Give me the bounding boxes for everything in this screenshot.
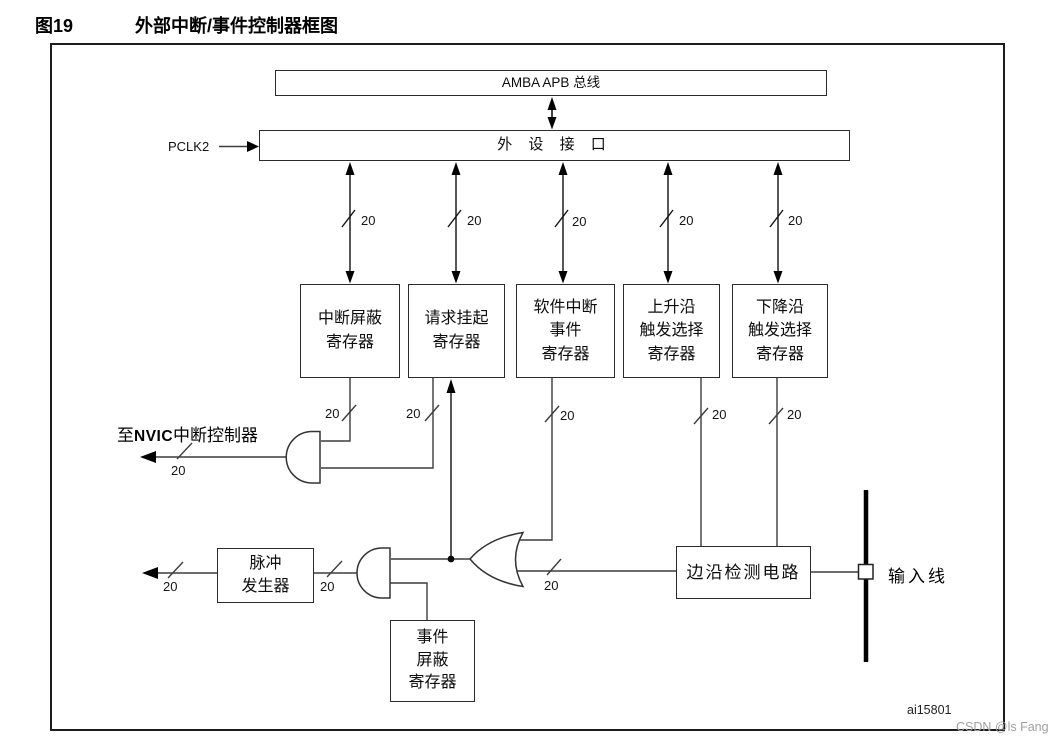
to-nvic-suffix: 中断控制器	[173, 426, 259, 445]
bus-width-label: 20	[406, 406, 421, 421]
to-nvic-prefix: 至	[117, 426, 134, 445]
block-pulse-generator: 脉冲 发生器	[217, 548, 314, 603]
block-line: 寄存器	[541, 345, 590, 363]
to-nvic-bold: NVIC	[134, 428, 174, 445]
bus-width-label: 20	[467, 213, 482, 228]
junction-dot	[447, 555, 455, 563]
block-pending-request-register: 请求挂起 寄存器	[408, 284, 505, 378]
block-line: 寄存器	[647, 345, 696, 363]
figure-title: 外部中断/事件控制器框图	[135, 16, 338, 36]
figure-id: ai15801	[907, 703, 952, 717]
and-gate-nvic	[285, 430, 321, 484]
block-line: 屏蔽	[416, 651, 449, 669]
bus-width-label: 20	[787, 407, 802, 422]
input-line-label: 输入线	[888, 567, 948, 586]
figure-number: 图19	[35, 16, 74, 36]
bus-arrow-2	[447, 162, 462, 284]
block-line: 中断屏蔽	[317, 310, 382, 327]
bus-width-label: 20	[572, 214, 587, 229]
block-peripheral-interface: 外 设 接 口	[259, 130, 850, 161]
block-amba-apb-bus: AMBA APB 总线	[275, 70, 827, 96]
bus-arrow-1	[341, 162, 356, 284]
block-line: 事件	[416, 629, 449, 647]
block-falling-edge-trigger-register: 下降沿 触发选择 寄存器	[732, 284, 828, 378]
bus-width-label: 20	[171, 463, 186, 478]
block-rising-edge-trigger-register: 上升沿 触发选择 寄存器	[623, 284, 720, 378]
pulse-output-arrow	[142, 561, 217, 579]
bus-width-label: 20	[325, 406, 340, 421]
block-line: 触发选择	[639, 322, 704, 340]
block-line: 下降沿	[755, 299, 804, 317]
block-amba-apb-bus-label: AMBA APB 总线	[501, 74, 601, 90]
bus-width-label: 20	[679, 213, 694, 228]
block-edge-detect-label: 边沿检测电路	[686, 562, 801, 582]
bus-width-label: 20	[361, 213, 376, 228]
bus-arrow-4	[659, 162, 674, 284]
wire-and-to-pulse	[314, 560, 358, 578]
watermark: CSDN @ls Fang	[956, 720, 1049, 734]
block-line: 请求挂起	[424, 310, 489, 327]
block-line: 寄存器	[755, 345, 804, 363]
wire-mask-to-and	[321, 378, 357, 442]
amba-peripheral-bus-arrow	[547, 97, 557, 130]
wire-or-to-pending	[446, 379, 456, 559]
bus-width-label: 20	[712, 407, 727, 422]
block-interrupt-mask-register: 中断屏蔽 寄存器	[300, 284, 400, 378]
wire-edge-to-or	[517, 558, 676, 576]
bus-width-label: 20	[544, 578, 559, 593]
block-software-interrupt-event-register: 软件中断 事件 寄存器	[516, 284, 615, 378]
pclk2-label: PCLK2	[168, 139, 210, 154]
block-peripheral-interface-label: 外 设 接 口	[497, 136, 612, 154]
block-line: 上升沿	[647, 299, 696, 317]
input-line-pad	[857, 563, 874, 580]
bus-arrow-5	[769, 162, 784, 284]
block-line: 寄存器	[432, 334, 481, 351]
wire-eventmask-to-and	[390, 582, 428, 620]
wire-falling-to-edge	[768, 378, 784, 546]
wire-rising-to-edge	[693, 378, 709, 546]
block-line: 寄存器	[408, 674, 457, 692]
block-line: 触发选择	[747, 322, 812, 340]
bus-arrow-3	[554, 162, 569, 284]
bus-width-label: 20	[560, 408, 575, 423]
block-line: 软件中断	[533, 299, 598, 317]
block-line: 发生器	[241, 577, 290, 595]
bus-width-label: 20	[320, 579, 335, 594]
bus-width-label: 20	[788, 213, 803, 228]
wire-pending-to-and	[321, 378, 440, 469]
pclk2-arrow	[219, 141, 259, 152]
block-line: 事件	[549, 322, 582, 340]
or-gate	[469, 531, 525, 588]
block-line: 脉冲	[249, 555, 282, 573]
diagram-frame	[50, 43, 1005, 731]
nvic-output-arrow	[140, 442, 289, 463]
block-event-mask-register: 事件 屏蔽 寄存器	[390, 620, 475, 702]
bus-width-label: 20	[163, 579, 178, 594]
to-nvic-label: 至NVIC中断控制器	[117, 421, 258, 446]
register-bus-arrows	[341, 162, 784, 284]
block-line: 寄存器	[325, 334, 374, 351]
wire-swier-to-or	[517, 378, 560, 541]
and-gate-event	[356, 547, 391, 599]
block-edge-detect-circuit: 边沿检测电路	[676, 546, 811, 599]
